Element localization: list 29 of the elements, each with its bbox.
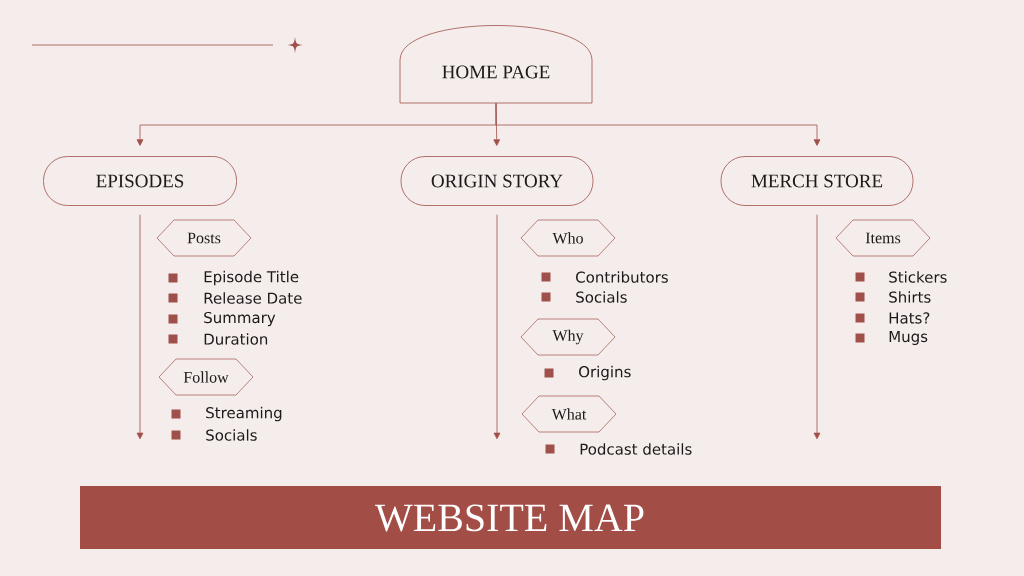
section-pill: MERCH STORE	[720, 156, 914, 206]
section-pill: EPISODES	[43, 156, 237, 206]
category-hexagon: Follow	[158, 358, 254, 396]
arrow	[813, 214, 821, 440]
title-banner: WEBSITE MAP	[80, 486, 941, 549]
section-pill: ORIGIN STORY	[400, 156, 594, 206]
category-hexagon: What	[521, 395, 617, 433]
arrow	[495, 102, 821, 146]
list-item: Podcast details	[580, 443, 692, 455]
list-item: Duration	[204, 333, 268, 345]
list-item: Hats?	[889, 312, 930, 324]
list-item: Socials	[206, 429, 257, 441]
category-hexagon: Why	[520, 318, 616, 356]
category-hexagon: Posts	[156, 219, 252, 257]
list-item: Origins	[579, 365, 631, 381]
list-item: Episode Title	[204, 270, 299, 286]
arrow	[136, 214, 144, 440]
list-item: Stickers	[889, 271, 947, 283]
category-hexagon: Who	[520, 219, 616, 257]
list-item: Summary	[204, 311, 276, 327]
list-item: Socials	[576, 291, 627, 303]
home-box: HOME PAGE	[399, 25, 593, 104]
category-hexagon: Items	[835, 219, 931, 257]
list-item: Shirts	[889, 291, 931, 303]
list-item: Contributors	[576, 271, 668, 283]
arrow	[493, 214, 501, 440]
list-item: Mugs	[889, 331, 928, 346]
list-item: Release Date	[204, 292, 302, 304]
list-item: Streaming	[206, 406, 282, 422]
